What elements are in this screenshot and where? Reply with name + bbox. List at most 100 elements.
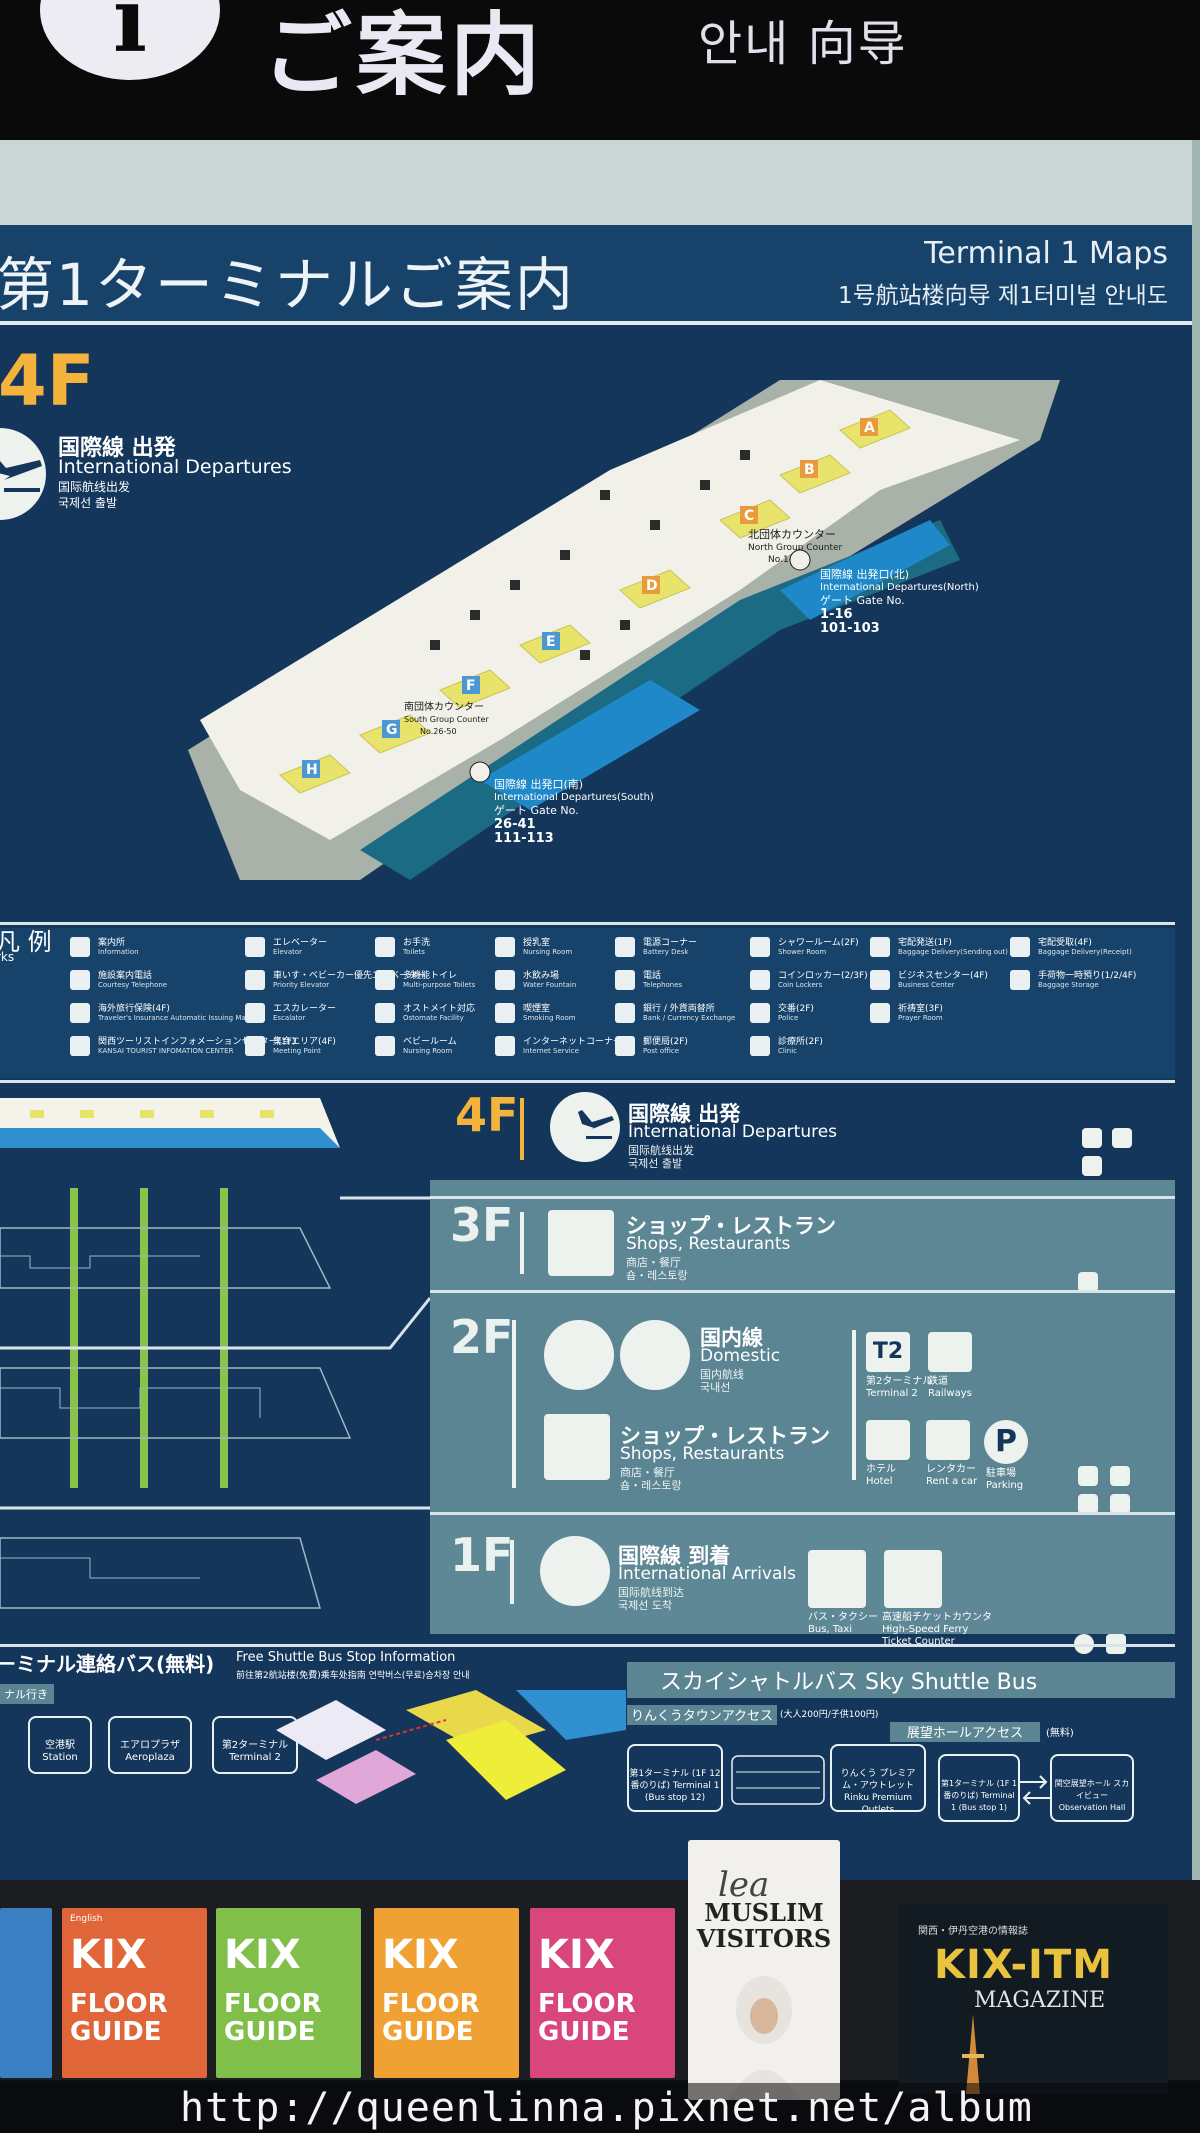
legend-item-icon bbox=[1010, 937, 1030, 957]
stop-station-en: Station bbox=[42, 1752, 78, 1763]
panel-title-cnkr: 1号航站楼向导 제1터미널 안내도 bbox=[837, 283, 1168, 309]
legend-item-label-en: Baggage Delivery(Sending out) bbox=[898, 947, 1008, 956]
legend-item-icon bbox=[375, 1036, 395, 1056]
free-shuttle-sub2: 前往第2航站楼(免費)乘车处指南 연락버스(무료)승차장 안내 bbox=[236, 1671, 470, 1681]
legend-item-label-en: Courtesy Telephone bbox=[98, 980, 168, 989]
dir-4f-cn: 国际航线出发 bbox=[628, 1144, 694, 1157]
brochure-orange[interactable]: KIX FLOOR GUIDE bbox=[374, 1908, 519, 2078]
hotel-label: ホテル bbox=[866, 1464, 896, 1475]
legend-item-label-en: Nursing Room bbox=[403, 1046, 453, 1055]
legend-item: 集合エリア(4F)Meeting Point bbox=[245, 1035, 336, 1057]
brochure-pink[interactable]: KIX FLOOR GUIDE bbox=[530, 1908, 675, 2078]
legend-item: コインロッカー(2/3F)Coin Lockers bbox=[750, 969, 868, 991]
legend-item-label: 海外旅行保険(4F) bbox=[98, 1003, 170, 1014]
rinku-access-tag: りんくうタウンアクセス bbox=[627, 1705, 777, 1725]
legend-item-label: 診療所(2F) bbox=[778, 1036, 823, 1047]
itm-jp-caption: 関西・伊丹空港の情報誌 bbox=[918, 1926, 1028, 1937]
dir-2f-shops-en: Shops, Restaurants bbox=[620, 1444, 785, 1464]
sky-shuttle-title: スカイシャトルバス Sky Shuttle Bus bbox=[660, 1670, 1038, 1695]
brochure-kix-itm-magazine[interactable]: 関西・伊丹空港の情報誌 KIX-ITM MAGAZINE bbox=[898, 1904, 1168, 2094]
panel-title-band bbox=[0, 225, 1192, 325]
t2-label-en: Terminal 2 bbox=[866, 1388, 918, 1399]
departures-plane-icon bbox=[0, 428, 46, 520]
legend-item-label-en: Information bbox=[98, 947, 139, 956]
watermark-url: http://queenlinna.pixnet.net/album bbox=[180, 2085, 1033, 2131]
legend-item-icon bbox=[750, 1003, 770, 1023]
free-shuttle-title: ーミナル連絡バス(無料) bbox=[0, 1652, 215, 1676]
counter-f-marker bbox=[462, 676, 480, 694]
legend-item-icon bbox=[615, 970, 635, 990]
brochure-muslim-visitors[interactable]: lea MUSLIM VISITORS bbox=[688, 1840, 840, 2100]
legend-item-label-en: Elevator bbox=[273, 947, 303, 956]
south-gate-2: 111-113 bbox=[494, 831, 554, 846]
legend-item-label: 車いす・ベビーカー優先エレベーター bbox=[273, 970, 427, 981]
muslim-brochure-photo bbox=[728, 1976, 800, 2100]
sky-shuttle-band bbox=[627, 1662, 1175, 1698]
rinku-terminal1-stop: 第1ターミナル (1F 12番のりば) Terminal 1 (Bus stop… bbox=[627, 1744, 723, 1812]
header-title-jp: ご案内 bbox=[262, 3, 544, 108]
brochure-floor-guide: FLOOR GUIDE bbox=[382, 1989, 480, 2047]
legend-item-label: エスカレーター bbox=[273, 1003, 337, 1014]
bus-taxi-icon bbox=[808, 1550, 866, 1608]
north-gate-1: 1-16 bbox=[820, 607, 853, 622]
legend-title: 凡 例 bbox=[0, 928, 52, 956]
itm-tower-photo bbox=[962, 2014, 984, 2094]
brochure-blue[interactable] bbox=[0, 1908, 52, 2078]
north-group-jp: 北団体カウンター bbox=[748, 527, 836, 541]
dir-4f-baggage-icon bbox=[1112, 1128, 1132, 1148]
south-group-jp: 南団体カウンター bbox=[404, 700, 484, 713]
legend-item: 宅配発送(1F)Baggage Delivery(Sending out) bbox=[870, 936, 1008, 958]
legend-item-icon bbox=[870, 970, 890, 990]
dir-1f-cn: 国际航线到达 bbox=[618, 1586, 684, 1599]
ferry-label: 高速船チケットカウンター bbox=[882, 1612, 992, 1635]
legend-item-label: コインロッカー(2/3F) bbox=[778, 970, 868, 981]
dir-row-2f bbox=[430, 1292, 1175, 1514]
obs-hall-stop: 関空展望ホール スカイビュー Observation Hall bbox=[1050, 1754, 1134, 1822]
legend-item-label-en: Baggage Delivery(Receipt) bbox=[1038, 947, 1132, 956]
stop-terminal2-en: Terminal 2 bbox=[229, 1752, 281, 1763]
dir-2f-clinic-icon bbox=[1078, 1494, 1098, 1514]
legend-item-label: 宅配発送(1F) bbox=[898, 937, 952, 948]
observation-access-tag: 展望ホールアクセス bbox=[890, 1722, 1040, 1742]
legend-item-label-en: Post office bbox=[643, 1046, 680, 1055]
legend-item-label: お手洗 bbox=[403, 937, 431, 948]
hotel-icon bbox=[866, 1420, 910, 1460]
legend-item: 交番(2F)Police bbox=[750, 1002, 814, 1024]
brochure-green[interactable]: KIX FLOOR GUIDE bbox=[216, 1908, 361, 2078]
dir-1f-en: International Arrivals bbox=[618, 1564, 796, 1584]
legend-item-label: 電話 bbox=[643, 970, 662, 981]
counter-a-marker bbox=[860, 418, 878, 436]
rail-label: 鉄道 bbox=[928, 1376, 948, 1387]
floor-4f-number: 4F bbox=[0, 340, 95, 422]
legend-item: 祈祷室(3F)Prayer Room bbox=[870, 1002, 943, 1024]
brochure-english[interactable]: English KIX FLOOR GUIDE bbox=[62, 1908, 207, 2078]
legend-item-icon bbox=[70, 1003, 90, 1023]
legend-item: 関西ツーリストインフォメーションセンター(1F)KANSAI TOURIST I… bbox=[70, 1035, 295, 1057]
brochure-kix: KIX bbox=[224, 1932, 301, 1978]
floor4-label-jp: 国際線 出発 bbox=[58, 436, 176, 461]
park-label: 駐車場 bbox=[986, 1468, 1016, 1479]
stop-station: 空港駅 Station bbox=[28, 1716, 92, 1774]
counter-b: B bbox=[804, 462, 815, 478]
legend-item-icon bbox=[615, 1036, 635, 1056]
stop-terminal2: 第2ターミナル Terminal 2 bbox=[212, 1716, 298, 1774]
legend-item-icon bbox=[245, 970, 265, 990]
dir-3f-prayer-icon bbox=[1078, 1272, 1098, 1292]
counter-e-marker bbox=[542, 632, 560, 650]
legend-item: ビジネスセンター(4F)Business Center bbox=[870, 969, 988, 991]
brochure-floor-guide: FLOOR GUIDE bbox=[224, 1989, 322, 2047]
dir-2f-plane-icon-1 bbox=[544, 1320, 614, 1390]
dir-floor-1f: 1F bbox=[450, 1528, 514, 1582]
dir-3f-kr: 숍・레스토랑 bbox=[626, 1269, 688, 1282]
legend-item: 郵便局(2F)Post office bbox=[615, 1035, 688, 1057]
dir-2f-jp: 国内線 bbox=[700, 1326, 763, 1350]
legend-item-label: ベビールーム bbox=[403, 1036, 457, 1047]
dir-2f-bar-2 bbox=[852, 1330, 856, 1480]
dir-floor-2f: 2F bbox=[450, 1310, 514, 1364]
